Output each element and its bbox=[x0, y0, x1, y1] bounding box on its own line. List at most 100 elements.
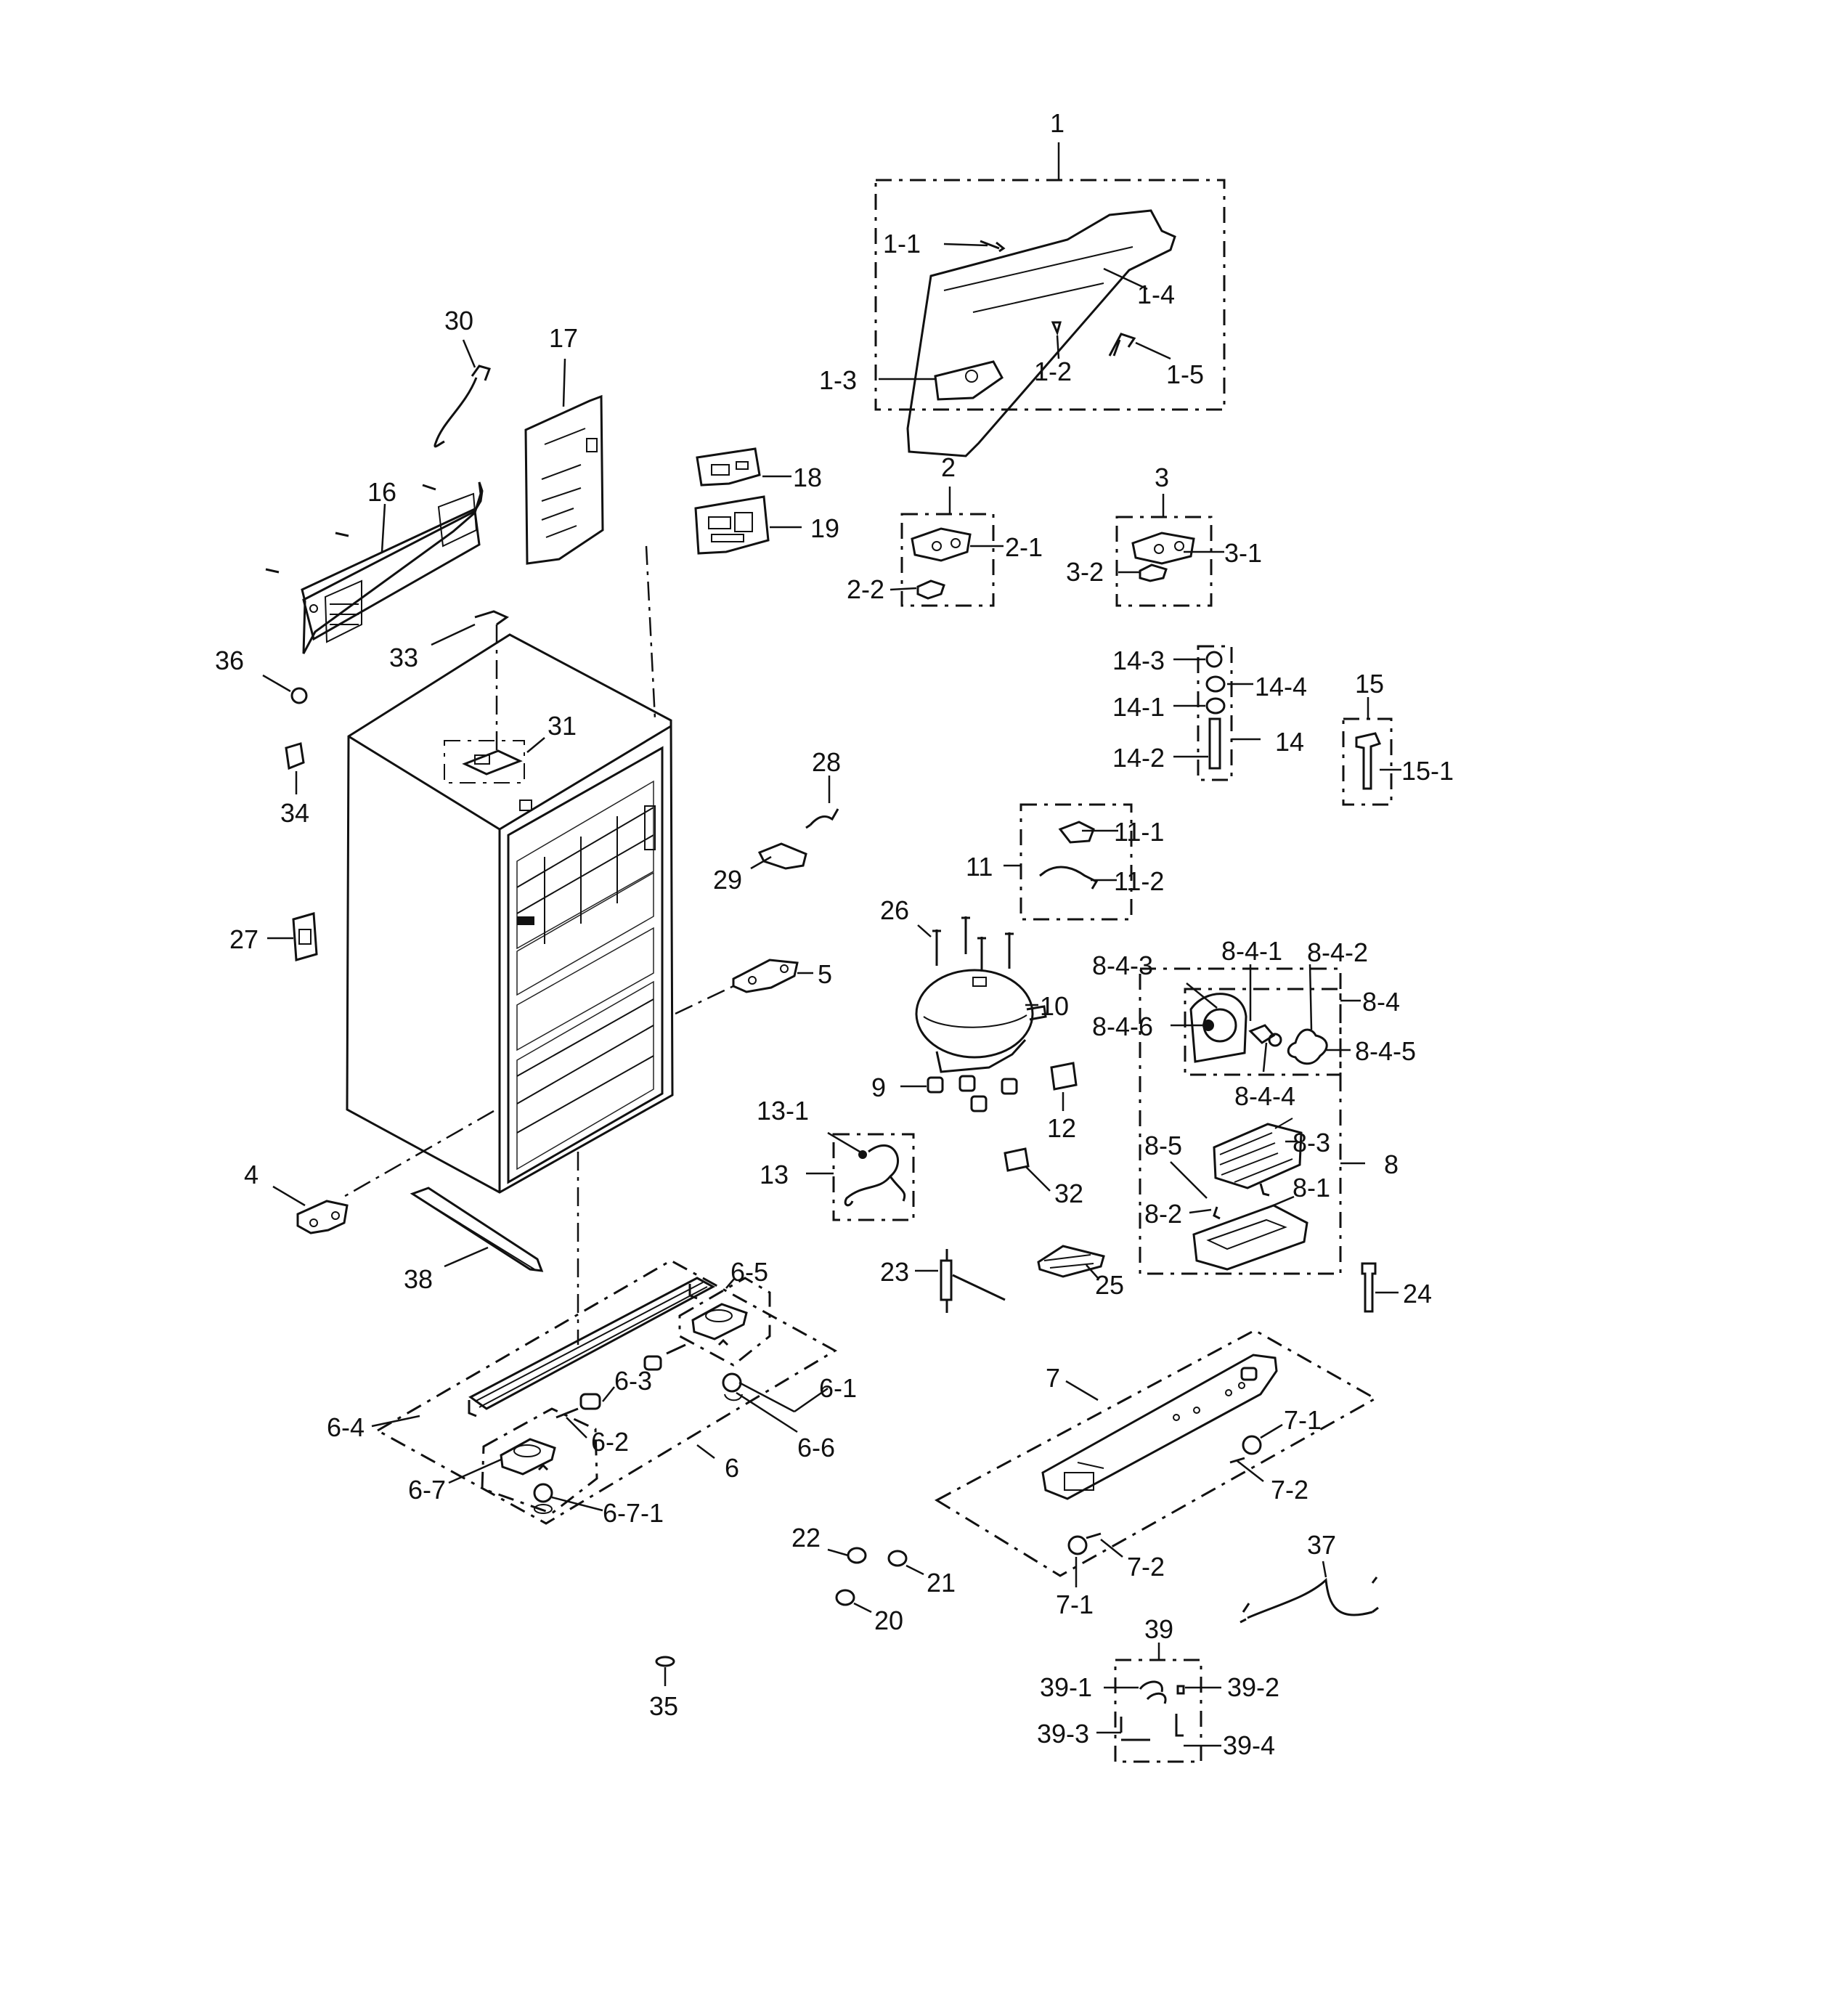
label-13-1: 13-1 bbox=[757, 1096, 809, 1126]
label-18: 18 bbox=[793, 463, 822, 492]
group-6-box bbox=[375, 1259, 838, 1525]
label-11-2: 11-2 bbox=[1114, 866, 1164, 896]
part-3-1-hinge bbox=[1131, 532, 1195, 565]
centerline-hinge-4 bbox=[341, 1110, 494, 1200]
part-6-6-pin bbox=[666, 1343, 686, 1355]
label-3-1: 3-1 bbox=[1224, 538, 1262, 568]
group-6-7-box bbox=[481, 1407, 598, 1515]
label-1-2: 1-2 bbox=[1034, 357, 1072, 386]
part-2-1-hinge bbox=[911, 527, 972, 562]
label-8-4: 8-4 bbox=[1362, 987, 1400, 1017]
label-14-3: 14-3 bbox=[1112, 646, 1165, 675]
part-16-rear-panel: 16 bbox=[265, 477, 484, 654]
label-8: 8 bbox=[1384, 1149, 1399, 1179]
label-6: 6 bbox=[725, 1453, 739, 1483]
part-6-7-1-foot bbox=[533, 1483, 553, 1503]
label-1-5: 1-5 bbox=[1166, 359, 1204, 389]
part-24-pipe: 24 bbox=[1361, 1262, 1432, 1313]
part-6-3-bushing bbox=[579, 1393, 601, 1410]
label-1-1: 1-1 bbox=[883, 229, 921, 259]
label-7-2-a: 7-2 bbox=[1271, 1475, 1308, 1505]
label-10: 10 bbox=[1040, 991, 1069, 1021]
part-34-switch: 34 bbox=[280, 742, 309, 828]
group-14-box bbox=[1197, 645, 1233, 781]
part-28-wire: 28 bbox=[805, 747, 841, 829]
label-12: 12 bbox=[1047, 1113, 1076, 1143]
part-13-harness bbox=[844, 1144, 906, 1207]
label-14: 14 bbox=[1275, 727, 1304, 757]
part-22-grommet: 22 bbox=[791, 1523, 867, 1564]
centerline-hinge-5 bbox=[675, 985, 734, 1015]
label-31: 31 bbox=[548, 711, 577, 741]
label-8-4-1: 8-4-1 bbox=[1221, 936, 1282, 966]
part-8-2-screw bbox=[1213, 1206, 1221, 1220]
label-6-7: 6-7 bbox=[408, 1475, 446, 1505]
label-7-1-a: 7-1 bbox=[1284, 1405, 1322, 1435]
label-1-4: 1-4 bbox=[1137, 280, 1175, 309]
part-14-2-tube bbox=[1208, 717, 1221, 770]
group-7-box bbox=[934, 1329, 1378, 1577]
label-9: 9 bbox=[871, 1073, 886, 1102]
part-9-grommet bbox=[927, 1076, 944, 1094]
label-32: 32 bbox=[1054, 1179, 1083, 1208]
compressor-assembly: 26 10 9 bbox=[871, 895, 1069, 1112]
label-26: 26 bbox=[880, 895, 909, 925]
screw-16-c bbox=[422, 484, 436, 491]
label-33: 33 bbox=[389, 643, 418, 672]
part-26-bolt bbox=[932, 929, 941, 966]
label-17: 17 bbox=[549, 323, 578, 353]
part-4-lower-hinge: 4 bbox=[244, 1160, 349, 1234]
group-3-hinge: 3 3-1 3-2 bbox=[1066, 463, 1262, 607]
part-1-1-screw bbox=[980, 240, 1006, 253]
label-29: 29 bbox=[713, 865, 742, 895]
part-1-4-bracket bbox=[906, 209, 1176, 457]
label-7-1-b: 7-1 bbox=[1056, 1590, 1094, 1619]
part-1-3-plate bbox=[934, 360, 1004, 401]
part-7-2-pin-b bbox=[1086, 1532, 1102, 1539]
label-25: 25 bbox=[1095, 1270, 1124, 1300]
part-14-4 bbox=[1205, 675, 1226, 693]
label-39-3: 39-3 bbox=[1037, 1719, 1089, 1749]
label-20: 20 bbox=[874, 1606, 903, 1635]
label-3: 3 bbox=[1155, 463, 1169, 492]
part-31-sensor bbox=[462, 749, 523, 776]
part-7-plate bbox=[1041, 1354, 1278, 1500]
label-8-4-2: 8-4-2 bbox=[1307, 937, 1368, 967]
label-15-1: 15-1 bbox=[1401, 756, 1454, 786]
part-8-1-bracket bbox=[1192, 1204, 1308, 1271]
screw-16-b bbox=[335, 532, 349, 537]
label-11-1: 11-1 bbox=[1114, 817, 1164, 847]
part-7-2-pin-a bbox=[1229, 1457, 1245, 1464]
group-1-bracket-assembly: 1 1-1 1-4 1-3 1-2 1-5 bbox=[819, 108, 1226, 457]
label-14-1: 14-1 bbox=[1112, 692, 1165, 722]
part-10-compressor bbox=[915, 969, 1034, 1059]
group-11-box bbox=[1019, 803, 1133, 921]
label-36: 36 bbox=[215, 646, 244, 675]
label-6-5: 6-5 bbox=[730, 1257, 768, 1287]
part-8-3-condenser bbox=[1213, 1123, 1303, 1189]
label-1-3: 1-3 bbox=[819, 365, 857, 395]
label-35: 35 bbox=[649, 1691, 678, 1721]
label-14-2: 14-2 bbox=[1112, 743, 1165, 773]
label-8-1: 8-1 bbox=[1293, 1173, 1330, 1203]
part-39-1 bbox=[1139, 1680, 1167, 1704]
part-5-lower-hinge: 5 bbox=[732, 959, 832, 993]
label-37: 37 bbox=[1307, 1530, 1336, 1560]
label-16: 16 bbox=[367, 477, 396, 507]
part-39-2 bbox=[1176, 1685, 1185, 1695]
group-15-box bbox=[1342, 717, 1393, 806]
part-30-power-cord: 30 bbox=[433, 306, 491, 448]
group-8-box bbox=[1139, 967, 1342, 1275]
part-8-4-5-fan-blade bbox=[1287, 1028, 1328, 1065]
label-2-2: 2-2 bbox=[847, 574, 884, 604]
group-13-box bbox=[832, 1133, 915, 1221]
label-22: 22 bbox=[791, 1523, 821, 1553]
part-6-5-pad bbox=[691, 1303, 748, 1340]
part-1-2-clip bbox=[1051, 321, 1062, 336]
part-39-3 bbox=[1120, 1717, 1150, 1741]
group-13-harness: 13-1 13 bbox=[757, 1096, 915, 1221]
label-2-1: 2-1 bbox=[1005, 532, 1043, 562]
group-15-valve: 15 15-1 bbox=[1342, 669, 1454, 806]
label-28: 28 bbox=[812, 747, 841, 777]
label-8-4-6: 8-4-6 bbox=[1092, 1012, 1153, 1041]
